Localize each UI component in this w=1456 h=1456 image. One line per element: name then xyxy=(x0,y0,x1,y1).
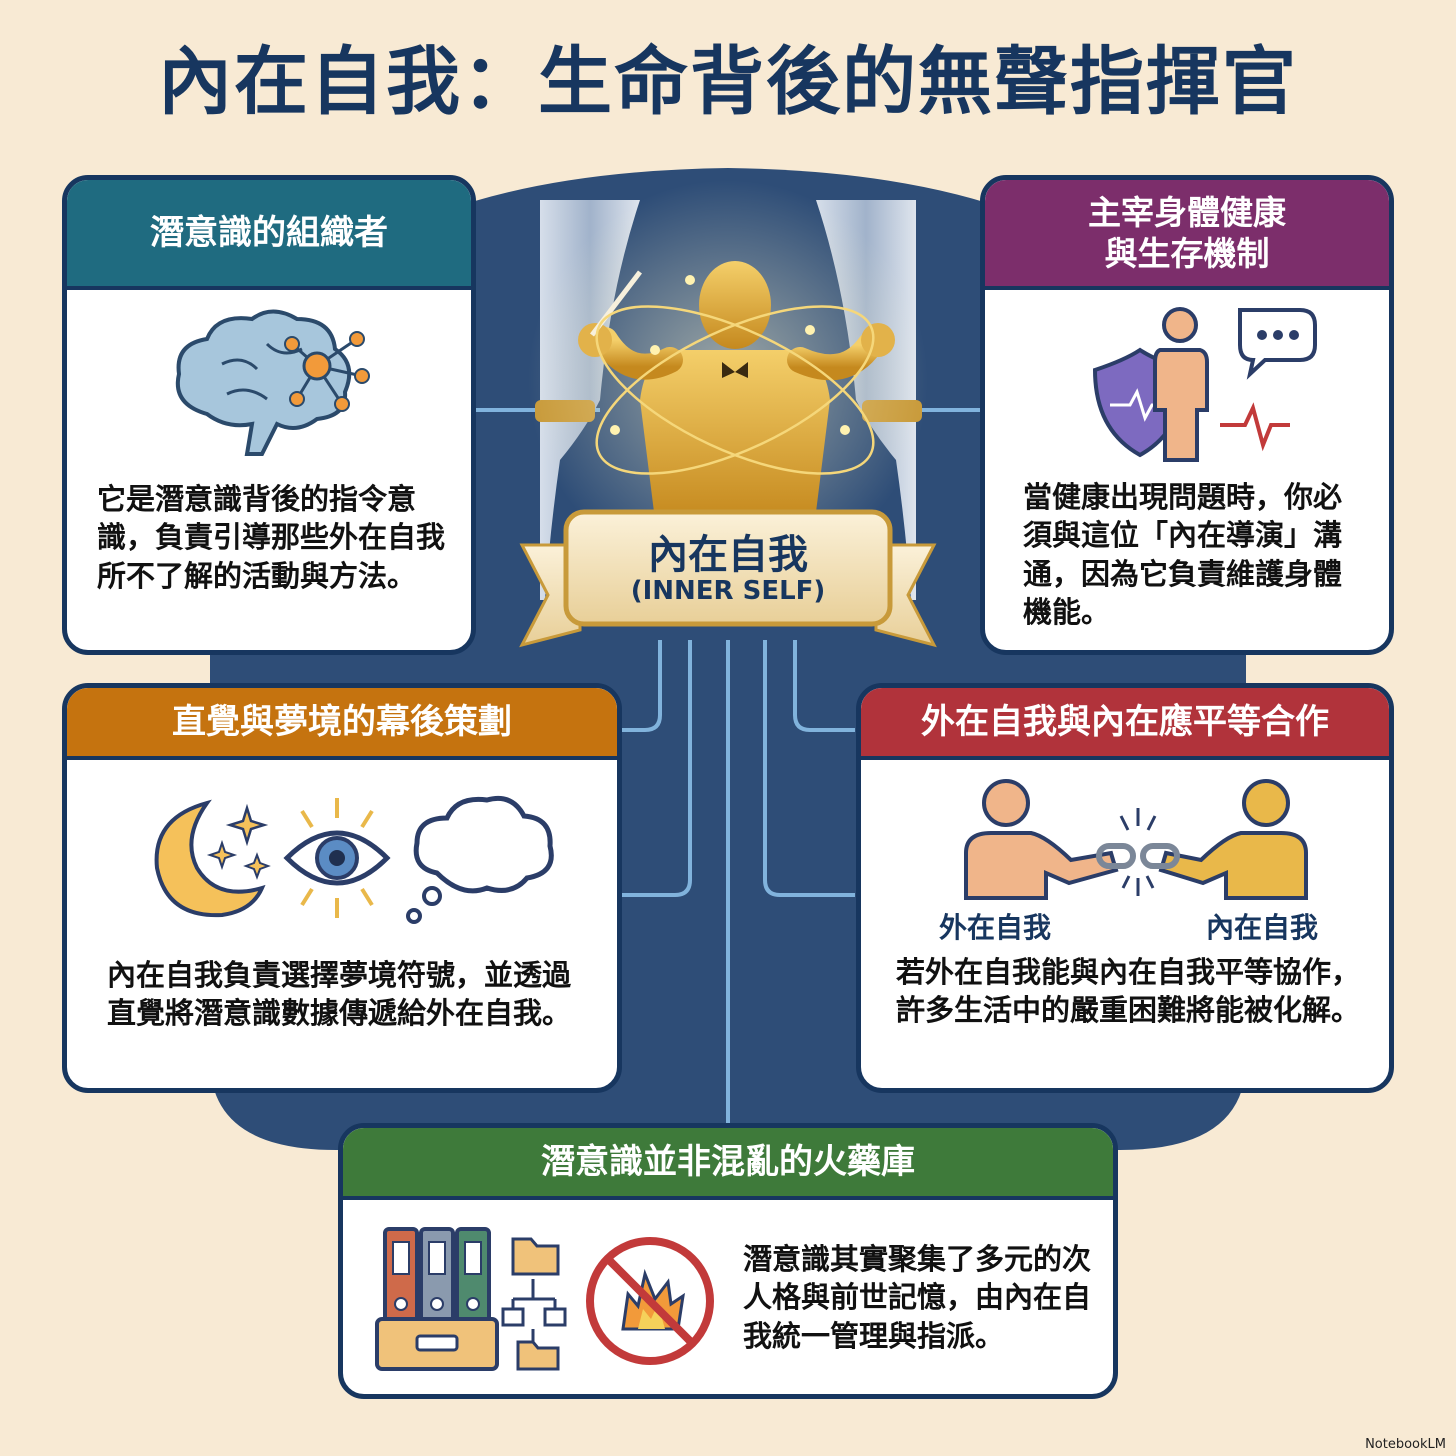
card-cooperation: 外在自我與內在應平等合作 外在自我 內在自我 若外在自我能與內在自我平等協作，許… xyxy=(856,683,1394,1093)
card-cooperation-text: 若外在自我能與內在自我平等協作，許多生活中的嚴重困難將能被化解。 xyxy=(896,955,1361,1028)
brain-network-icon xyxy=(175,309,370,456)
card-arsenal-text: 潛意識其實聚集了多元的次人格與前世記憶，由內在自我統一管理與指派。 xyxy=(743,1242,1092,1353)
card-arsenal-heading: 潛意識並非混亂的火藥庫 xyxy=(541,1141,915,1182)
center-subtitle: (INNER SELF) xyxy=(630,576,826,606)
center-title: 內在自我 xyxy=(648,532,808,578)
thought-bubble-icon xyxy=(406,795,554,924)
card-arsenal: 潛意識並非混亂的火藥庫 潛意識其實聚集了 xyxy=(338,1123,1118,1399)
card-health: 主宰身體健康 與生存機制 當健康出現問題時，你必須與這位「內在導演」溝通，因為它… xyxy=(980,175,1394,655)
shield-person-icon xyxy=(1092,307,1317,462)
card-dreams-heading: 直覺與夢境的幕後策劃 xyxy=(172,701,512,742)
card-health-text: 當健康出現問題時，你必須與這位「內在導演」溝通，因為它負責維護身體機能。 xyxy=(1023,480,1343,629)
filing-cabinet-icon xyxy=(375,1227,567,1371)
conductor-icon xyxy=(578,261,895,520)
handshake-chain-icon xyxy=(964,779,1308,900)
card-cooperation-header: 外在自我與內在應平等合作 xyxy=(861,688,1389,760)
card-dreams-header: 直覺與夢境的幕後策劃 xyxy=(67,688,617,760)
card-arsenal-header: 潛意識並非混亂的火藥庫 xyxy=(343,1128,1113,1200)
label-inner-self: 內在自我 xyxy=(1206,911,1319,944)
card-organizer: 潛意識的組織者 它是潛意識背後的指令意識，負責引導那些外在自我所不了解的活動與方… xyxy=(62,175,476,655)
notebooklm-badge: NotebookLM xyxy=(1365,1437,1446,1452)
center-ribbon xyxy=(519,509,937,648)
card-dreams: 直覺與夢境的幕後策劃 內在自我負責選擇夢境符號，並透過直覺將潛意識數據傳遞給外在… xyxy=(62,683,622,1093)
no-explosion-icon xyxy=(586,1237,714,1365)
label-outer-self: 外在自我 xyxy=(939,911,1052,944)
eye-icon xyxy=(283,798,391,918)
card-organizer-text: 它是潛意識背後的指令意識，負責引導那些外在自我所不了解的活動與方法。 xyxy=(97,482,446,593)
page-title: 內在自我：生命背後的無聲指揮官 xyxy=(158,39,1298,125)
card-cooperation-heading: 外在自我與內在應平等合作 xyxy=(921,701,1329,742)
card-health-header: 主宰身體健康 與生存機制 xyxy=(985,180,1389,290)
card-dreams-text: 內在自我負責選擇夢境符號，並透過直覺將潛意識數據傳遞給外在自我。 xyxy=(107,958,572,1031)
moon-icon xyxy=(154,799,271,918)
card-organizer-heading: 潛意識的組織者 xyxy=(150,212,388,253)
card-health-heading-line2: 與生存機制 xyxy=(1104,234,1270,273)
card-organizer-header: 潛意識的組織者 xyxy=(67,180,471,290)
card-health-heading-line1: 主宰身體健康 xyxy=(1088,192,1286,232)
